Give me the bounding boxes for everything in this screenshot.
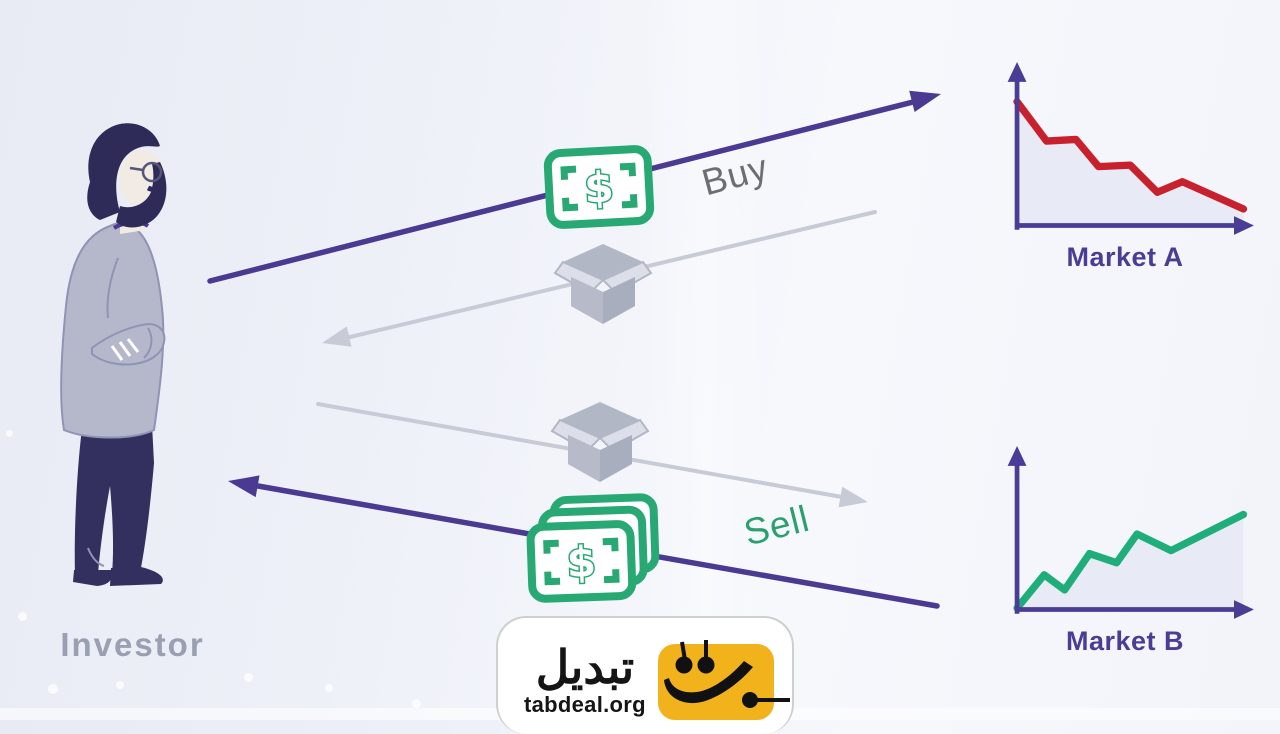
decor-dot	[18, 612, 27, 621]
market-b-area	[1017, 514, 1244, 610]
decor-dot	[6, 430, 13, 437]
market-a-x-arrowhead	[1233, 216, 1254, 235]
investor-glasses	[141, 161, 163, 183]
market-b-chart: Market B	[994, 442, 1256, 657]
investor-hand	[110, 338, 140, 361]
investor-coat	[60, 222, 165, 439]
svg-text:$: $	[583, 162, 615, 212]
market-b-plot	[1007, 446, 1254, 619]
decor-dot	[116, 681, 124, 689]
market-b-x-arrowhead	[1233, 600, 1254, 619]
tabdeal-logo: تبدیل tabdeal.org	[496, 616, 794, 734]
investor-pants	[74, 424, 154, 574]
market-b-trend-line	[1013, 510, 1248, 612]
investor-label: Investor	[60, 626, 205, 663]
investor-shoe-left	[73, 570, 113, 586]
package-box-icon	[553, 244, 653, 324]
tabdeal-brand-persian: تبدیل	[535, 641, 635, 693]
market-a-plot	[1007, 62, 1254, 235]
market-a-chart: Market A	[994, 58, 1256, 273]
money-stack-icon: $	[526, 493, 660, 603]
background-light-band	[640, 0, 770, 720]
market-a-y-arrowhead	[1007, 62, 1027, 82]
decor-dot	[244, 673, 253, 682]
market-b-y-arrowhead	[1007, 446, 1027, 466]
tabdeal-logo-text: تبدیل tabdeal.org	[524, 644, 646, 716]
money-bill-icon: $	[543, 145, 655, 229]
market-a-trend-line	[1013, 98, 1248, 213]
market-a-area	[1017, 101, 1244, 226]
investor-beard	[116, 162, 167, 228]
tabdeal-domain: tabdeal.org	[524, 692, 646, 717]
market-b-title: Market B	[1065, 626, 1185, 656]
decor-dot	[412, 699, 421, 708]
tabdeal-logo-icon	[657, 640, 790, 720]
investor-hair	[87, 123, 160, 220]
investor-illustration	[60, 123, 167, 586]
package-box-icon	[550, 402, 650, 482]
investor-shoe-right	[110, 567, 163, 586]
decor-dot	[325, 684, 333, 692]
svg-text:$: $	[566, 537, 597, 587]
decor-dot	[48, 684, 58, 694]
market-a-title: Market A	[1066, 242, 1184, 272]
